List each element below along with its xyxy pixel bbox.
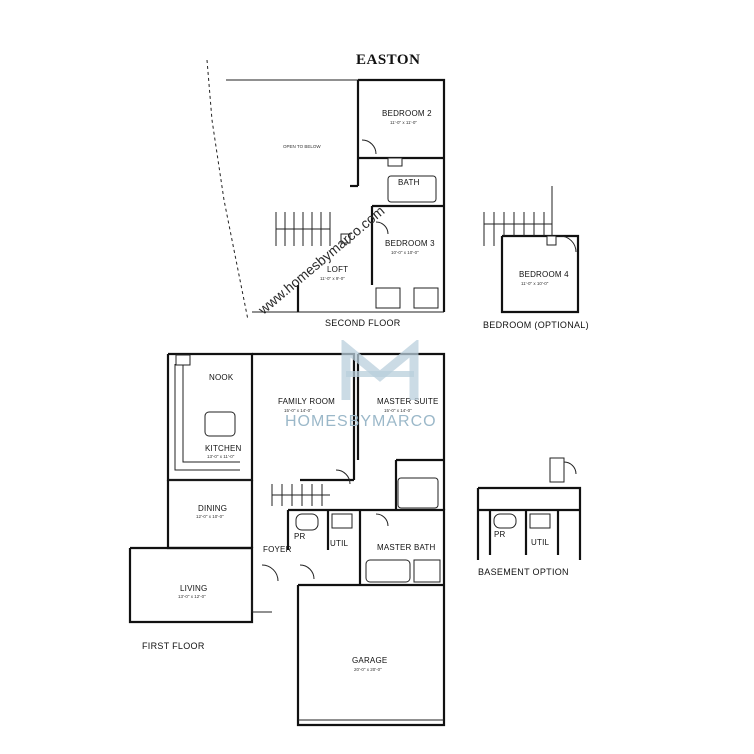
master-bath-label: MASTER BATH [377,543,436,552]
second-floor-label: SECOND FLOOR [325,318,401,328]
master-suite-label: MASTER SUITE [377,397,439,406]
kitchen-label: KITCHEN [205,444,242,453]
basement-option-plan [476,457,582,560]
dining-label: DINING [198,504,228,513]
dining-size: 12'-0" x 10'-0" [196,514,224,519]
basement-option-label: BASEMENT OPTION [478,567,569,577]
first-floor-plan [128,352,446,727]
garage-label: GARAGE [352,656,388,665]
master-suite-size: 15'-0" x 14'-0" [384,408,412,413]
bedroom-optional-plan [483,186,580,314]
second-floor-plan [206,59,446,321]
watermark-brand: HOMESBYMARCO [285,413,437,430]
bedroom-4-size: 11'-0" x 10'-0" [521,281,549,286]
bedroom-3-size: 10'-0" x 10'-0" [391,250,419,255]
basement-utility-label: UTIL [531,538,550,547]
family-room-label: FAMILY ROOM [278,397,336,406]
bedroom-optional-label: BEDROOM (OPTIONAL) [483,320,589,330]
garage-size: 20'-0" x 20'-0" [354,667,382,672]
bedroom-4-label: BEDROOM 4 [519,270,569,279]
powder-room-label: PR [294,532,306,541]
living-size: 13'-0" x 12'-0" [178,594,206,599]
loft-size: 11'-0" x 9'-0" [320,276,345,281]
open-to-below-label: OPEN TO BELOW [283,144,321,149]
homesbymarco-logo [341,340,419,400]
first-floor-label: FIRST FLOOR [142,641,205,651]
foyer-label: FOYER [263,545,292,554]
bedroom-2-label: BEDROOM 2 [382,109,432,118]
nook-label: NOOK [209,373,234,382]
bedroom-2-size: 11'-0" x 11'-0" [390,120,418,125]
bedroom-3-label: BEDROOM 3 [385,239,435,248]
basement-powder-room-label: PR [494,530,506,539]
loft-label: LOFT [327,265,349,274]
plan-title: EASTON [356,52,421,68]
upper-bath-label: BATH [398,178,420,187]
living-label: LIVING [180,584,208,593]
utility-label: UTIL [330,539,349,548]
kitchen-size: 13'-0" x 11'-0" [207,454,235,459]
family-room-size: 15'-0" x 14'-0" [284,408,312,413]
